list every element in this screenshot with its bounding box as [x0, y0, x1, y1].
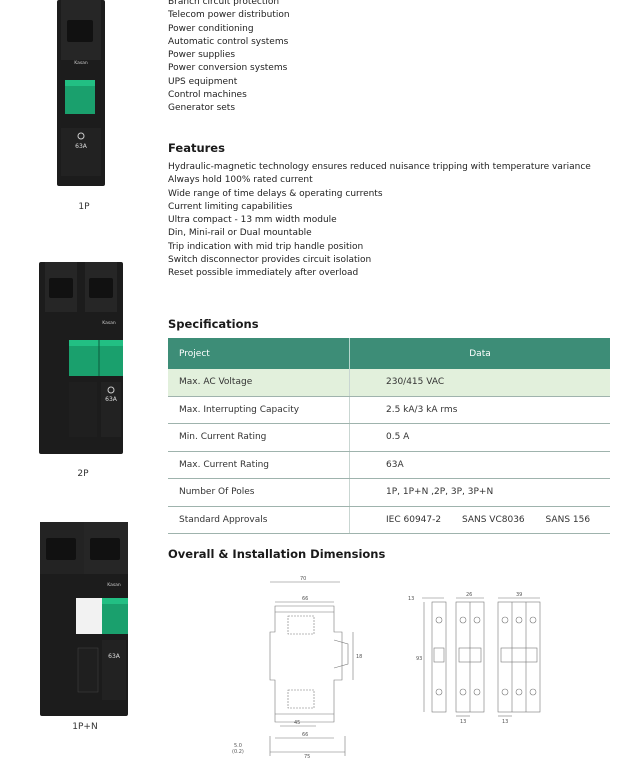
list-item: Wide range of time delays & operating cu… [168, 188, 383, 199]
table-row: Standard Approvals IEC 60947-2 SANS VC80… [168, 506, 610, 534]
features-list: Hydraulic-magnetic technology ensures re… [168, 161, 591, 281]
features-heading: Features [168, 141, 225, 155]
svg-text:63A: 63A [108, 653, 121, 660]
cell-project: Number Of Poles [168, 478, 350, 507]
approval-value: SANS VC8036 [461, 514, 525, 525]
list-item: Din, Mini-rail or Dual mountable [168, 228, 312, 239]
list-item: Hydraulic-magnetic technology ensures re… [168, 162, 591, 172]
table-row: Max. AC Voltage 230/415 VAC [168, 369, 610, 397]
svg-text:63A: 63A [105, 396, 118, 403]
svg-text:66: 66 [302, 596, 308, 602]
svg-text:13: 13 [460, 719, 466, 725]
list-item: Reset possible immediately after overloa… [168, 268, 359, 279]
list-item: Automatic control systems [168, 36, 289, 47]
list-item: Current limiting capabilities [168, 201, 293, 212]
svg-text:70: 70 [300, 576, 306, 582]
table-header-row: Project Data [168, 338, 610, 369]
specifications-table: Project Data Max. AC Voltage 230/415 VAC… [168, 338, 610, 534]
cell-project: Min. Current Rating [168, 423, 350, 452]
applications-list: Branch circuit protection Telecom power … [168, 0, 290, 116]
cell-data: 1P, 1P+N ,2P, 3P, 3P+N [349, 478, 610, 507]
svg-text:Kasan: Kasan [74, 60, 88, 66]
list-item: Telecom power distribution [168, 10, 290, 21]
svg-text:66: 66 [302, 732, 308, 738]
header-data: Data [349, 338, 610, 369]
list-item: Branch circuit protection [168, 0, 280, 7]
caption-2p: 2P [77, 469, 89, 479]
svg-text:93: 93 [416, 656, 422, 662]
handle-neutral-icon [76, 598, 102, 634]
cell-data: 63A [349, 451, 610, 479]
svg-text:18: 18 [356, 654, 362, 660]
list-item: Power conversion systems [168, 63, 288, 74]
table-row: Max. Current Rating 63A [168, 451, 610, 479]
list-item: Trip indication with mid trip handle pos… [168, 241, 364, 252]
cell-data: IEC 60947-2 SANS VC8036 SANS 156 [349, 506, 610, 534]
cell-project: Standard Approvals [168, 506, 350, 534]
approval-value: SANS 156 [545, 514, 591, 525]
list-item: Ultra compact - 13 mm width module [168, 215, 337, 226]
front-view-drawing: 13 26 39 93 13 13 [408, 592, 541, 725]
cell-project: Max. AC Voltage [168, 369, 350, 397]
list-item: Control machines [168, 90, 247, 101]
svg-text:13: 13 [502, 719, 508, 725]
approval-value: IEC 60947-2 [386, 514, 442, 525]
svg-text:45: 45 [294, 720, 300, 726]
list-item: Always hold 100% rated current [168, 175, 313, 186]
cell-project: Max. Interrupting Capacity [168, 396, 350, 424]
svg-text:75: 75 [304, 754, 310, 760]
cell-data: 2.5 kA/3 kA rms [349, 396, 610, 424]
svg-text:5.0: 5.0 [234, 743, 242, 749]
svg-text:13: 13 [408, 596, 414, 602]
svg-text:(0.2): (0.2) [232, 749, 244, 755]
specifications-heading: Specifications [168, 317, 259, 331]
list-item: Generator sets [168, 103, 236, 114]
side-view-drawing: 70 66 45 66 75 18 5.0 (0.2) [232, 576, 362, 760]
list-item: Switch disconnector provides circuit iso… [168, 255, 372, 266]
svg-text:39: 39 [516, 592, 522, 598]
table-row: Min. Current Rating 0.5 A [168, 423, 610, 452]
dimensions-heading: Overall & Installation Dimensions [168, 547, 386, 561]
svg-text:63A: 63A [75, 143, 88, 150]
caption-1p: 1P [78, 202, 90, 212]
breaker-1pn-image: 63A Kasan [40, 522, 128, 716]
svg-text:Kasan: Kasan [102, 320, 116, 326]
caption-1pn: 1P+N [72, 722, 98, 732]
list-item: Power conditioning [168, 23, 254, 34]
breaker-1p-image: 63A Kasan [57, 0, 105, 186]
breaker-2p-image: 63A Kasan [39, 262, 123, 454]
list-item: Power supplies [168, 50, 236, 61]
cell-data: 0.5 A [349, 423, 610, 452]
cell-project: Max. Current Rating [168, 451, 350, 479]
header-project: Project [168, 338, 350, 369]
svg-text:26: 26 [466, 592, 472, 598]
table-row: Number Of Poles 1P, 1P+N ,2P, 3P, 3P+N [168, 478, 610, 507]
product-images-column: 63A Kasan 1P 63A Kasan 2P 63A Kasan 1P+N [0, 0, 160, 762]
cell-data: 230/415 VAC [349, 369, 610, 397]
table-row: Max. Interrupting Capacity 2.5 kA/3 kA r… [168, 396, 610, 424]
svg-text:Kasan: Kasan [107, 582, 121, 588]
list-item: UPS equipment [168, 76, 238, 87]
